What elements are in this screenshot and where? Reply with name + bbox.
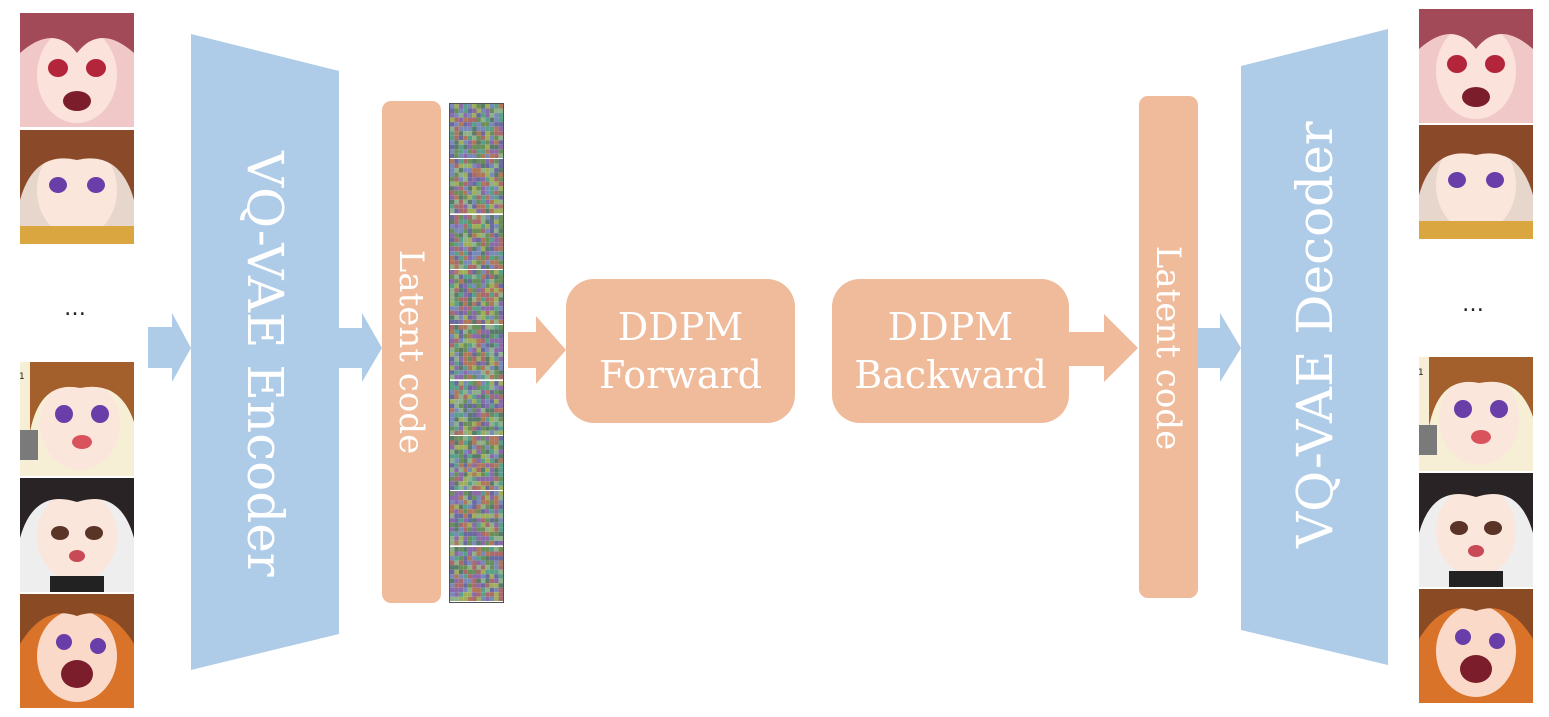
input-image-4 bbox=[20, 478, 134, 592]
ddpm-forward-box: DDPM Forward bbox=[566, 279, 795, 423]
ddpm-forward-line2: Forward bbox=[598, 353, 762, 397]
noise-tile bbox=[450, 159, 503, 214]
arrow-latent-to-decoder bbox=[1198, 313, 1241, 382]
output-image-5 bbox=[1419, 589, 1533, 703]
noise-tile bbox=[450, 436, 503, 491]
output-image-2 bbox=[1419, 125, 1533, 239]
input-image-5 bbox=[20, 594, 134, 708]
decoder-trapezoid bbox=[1241, 29, 1388, 665]
arrow-latent-to-forward bbox=[508, 316, 566, 384]
arrow-backward-to-latent bbox=[1069, 314, 1138, 382]
noise-tile bbox=[450, 270, 503, 325]
input-image-1 bbox=[20, 13, 134, 127]
latent-noise-grid bbox=[449, 103, 504, 603]
input-tiny-label: 1 bbox=[19, 372, 25, 382]
output-image-4 bbox=[1419, 473, 1533, 587]
noise-tile bbox=[450, 380, 503, 435]
output-image-3 bbox=[1419, 357, 1533, 471]
ddpm-backward-box: DDPM Backward bbox=[832, 279, 1069, 423]
arrow-encoder-to-latent bbox=[339, 313, 382, 382]
ddpm-forward-line1: DDPM bbox=[617, 305, 744, 349]
arrow-input-to-encoder bbox=[148, 313, 191, 382]
output-ellipsis: … bbox=[1462, 292, 1484, 317]
latent-code-left-label: Latent code bbox=[391, 249, 431, 455]
noise-tile bbox=[450, 104, 503, 159]
noise-tile bbox=[450, 546, 503, 601]
output-tiny-label: 1 bbox=[1418, 368, 1424, 378]
ddpm-backward-line1: DDPM bbox=[887, 305, 1014, 349]
input-image-3 bbox=[20, 362, 134, 476]
input-image-2 bbox=[20, 130, 134, 244]
output-image-1 bbox=[1419, 9, 1533, 123]
latent-code-right-label: Latent code bbox=[1148, 245, 1188, 451]
encoder-trapezoid bbox=[191, 34, 339, 670]
decoder-label: VQ-VAE Decoder bbox=[1286, 121, 1344, 548]
noise-tile bbox=[450, 214, 503, 269]
latent-code-left bbox=[382, 101, 441, 603]
ddpm-backward-line2: Backward bbox=[854, 353, 1047, 397]
input-ellipsis: … bbox=[64, 296, 86, 321]
encoder-label: VQ-VAE Encoder bbox=[236, 151, 294, 577]
noise-tile bbox=[450, 491, 503, 546]
noise-tile bbox=[450, 325, 503, 380]
latent-code-right bbox=[1139, 96, 1198, 598]
